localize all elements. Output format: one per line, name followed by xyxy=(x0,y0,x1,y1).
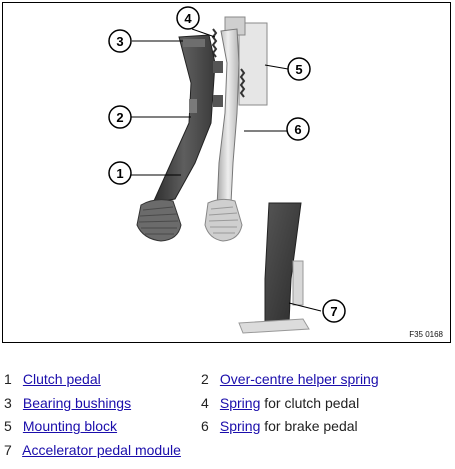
figure-code: F35 0168 xyxy=(409,330,443,339)
legend-suffix: for brake pedal xyxy=(260,418,358,434)
legend-number: 6 xyxy=(201,418,209,434)
legend-suffix: for clutch pedal xyxy=(260,395,360,411)
callout-2-label: 2 xyxy=(116,110,123,125)
legend-number: 2 xyxy=(201,371,209,387)
legend-item-2: 2 Over-centre helper spring xyxy=(201,371,379,387)
callout-4-label: 4 xyxy=(184,11,192,26)
legend-number: 4 xyxy=(201,395,209,411)
bearing-bushings-link[interactable]: Bearing bushings xyxy=(22,395,132,411)
accelerator-module-link[interactable]: Accelerator pedal module xyxy=(22,442,181,458)
accelerator-pedal-module xyxy=(238,202,310,334)
callout-2: 2 xyxy=(108,105,132,129)
callout-3: 3 xyxy=(108,29,132,53)
legend-item-3: 3 Bearing bushings xyxy=(4,395,131,411)
brake-spring-link[interactable]: Spring xyxy=(219,418,261,434)
callout-4: 4 xyxy=(176,6,200,30)
mounting-block-link[interactable]: Mounting block xyxy=(22,418,118,434)
leader-lines xyxy=(131,28,322,312)
callout-6-label: 6 xyxy=(294,122,301,137)
legend-number: 7 xyxy=(4,442,12,458)
legend-number: 1 xyxy=(4,371,12,387)
clutch-spring xyxy=(211,28,218,58)
helper-spring-link[interactable]: Over-centre helper spring xyxy=(219,371,379,387)
bearing-bushings xyxy=(183,39,223,107)
callout-5: 5 xyxy=(287,57,311,81)
legend-number: 5 xyxy=(4,418,12,434)
legend-item-4: 4 Spring for clutch pedal xyxy=(201,395,359,411)
legend-item-6: 6 Spring for brake pedal xyxy=(201,418,358,434)
legend-number: 3 xyxy=(4,395,12,411)
callout-7-label: 7 xyxy=(330,304,337,319)
clutch-pedal xyxy=(136,34,216,242)
brake-pedal xyxy=(204,28,243,242)
legend-item-1: 1 Clutch pedal xyxy=(4,371,101,387)
callout-5-label: 5 xyxy=(295,62,302,77)
callout-3-label: 3 xyxy=(116,34,123,49)
pedal-illustration: 1 2 3 4 5 6 7 xyxy=(108,6,346,334)
pedal-assembly-figure: 1 2 3 4 5 6 7 F35 0168 xyxy=(2,2,451,343)
callout-7: 7 xyxy=(322,299,346,323)
callout-6: 6 xyxy=(286,117,310,141)
legend-item-5: 5 Mounting block xyxy=(4,418,117,434)
legend-item-7: 7 Accelerator pedal module xyxy=(4,442,181,458)
callout-1: 1 xyxy=(108,161,132,185)
callout-1-label: 1 xyxy=(116,166,123,181)
over-centre-helper-spring xyxy=(189,99,197,113)
clutch-spring-link[interactable]: Spring xyxy=(219,395,261,411)
clutch-pedal-link[interactable]: Clutch pedal xyxy=(22,371,101,387)
brake-spring xyxy=(239,68,246,98)
